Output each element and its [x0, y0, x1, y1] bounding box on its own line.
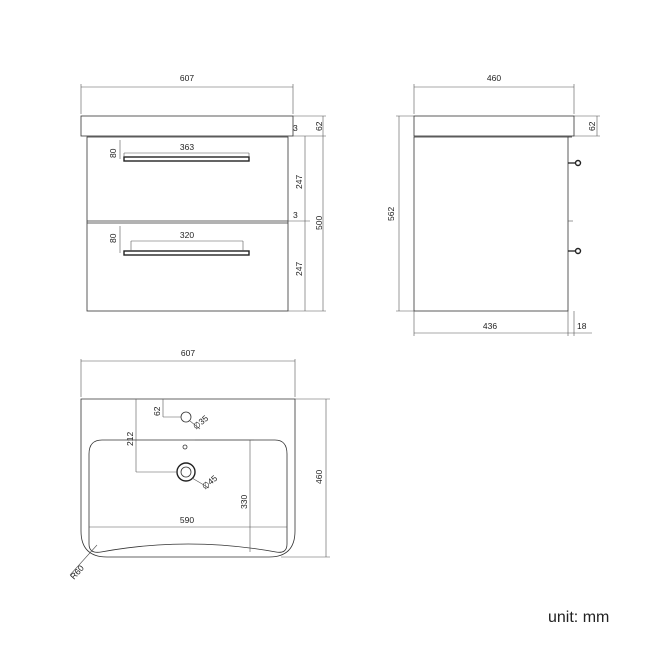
side-view: 460 562 62 436 18 [386, 73, 600, 336]
waste-diameter-label: ∅45 [200, 473, 220, 492]
top-view: 607 ∅35 ∅45 62 212 330 590 [68, 348, 330, 581]
handle-lower-length-label: 320 [180, 230, 194, 240]
tap-hole [180, 411, 192, 423]
waste-offset-label: 212 [125, 432, 135, 446]
basin-bowl-outline [88, 439, 288, 553]
front-upper-drawer-label: 247 [294, 175, 304, 189]
front-lower-handle [123, 250, 250, 256]
side-lower-handle [574, 247, 582, 255]
front-countertop [80, 115, 294, 137]
waste-outlet-inner [180, 466, 192, 478]
side-depth-label: 460 [487, 73, 501, 83]
front-gap-top-label: 3 [293, 123, 298, 133]
corner-radius-leader [69, 544, 98, 576]
basin-depth-label: 330 [239, 495, 249, 509]
corner-radius-label: R60 [68, 563, 86, 581]
unit-label: unit: mm [548, 609, 610, 626]
front-cabinet-body [86, 136, 289, 312]
basin-width-label: 590 [180, 515, 194, 525]
side-cabinet-body [413, 136, 569, 312]
front-upper-handle [123, 156, 250, 162]
tap-hole-leader [189, 420, 201, 430]
side-height-label: 562 [386, 207, 396, 221]
basin-outer-outline [80, 398, 296, 558]
front-lower-drawer-label: 247 [294, 262, 304, 276]
front-view: 607 363 80 320 80 3 62 247 3 [80, 73, 326, 312]
front-width-label: 607 [180, 73, 194, 83]
front-cabinet-height-label: 500 [314, 216, 324, 230]
front-top-thickness-label: 62 [314, 121, 324, 131]
side-upper-handle [574, 159, 582, 167]
handle-lower-offset-label: 80 [108, 233, 118, 243]
overflow-hole [182, 444, 188, 450]
front-gap-middle-label: 3 [293, 210, 298, 220]
top-depth-label: 460 [314, 470, 324, 484]
top-width-label: 607 [181, 348, 195, 358]
side-handle-projection-label: 18 [577, 321, 587, 331]
handle-upper-offset-label: 80 [108, 148, 118, 158]
side-countertop [413, 115, 575, 137]
side-body-depth-label: 436 [483, 321, 497, 331]
tap-hole-diameter-label: ∅35 [191, 413, 211, 432]
tap-offset-label: 62 [152, 406, 162, 416]
side-top-thickness-label: 62 [587, 121, 597, 131]
handle-upper-length-label: 363 [180, 142, 194, 152]
waste-leader [191, 477, 210, 489]
